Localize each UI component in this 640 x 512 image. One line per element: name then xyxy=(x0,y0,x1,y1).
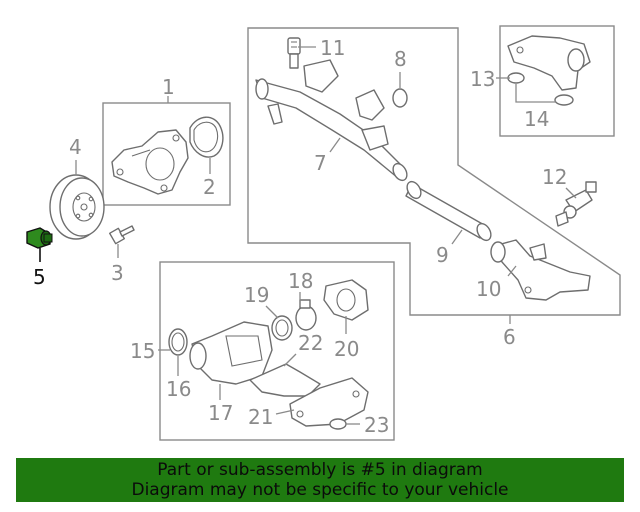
leader-21 xyxy=(275,409,295,415)
water-inlet-part-21 xyxy=(289,377,369,427)
callout-8: 8 xyxy=(394,47,407,71)
housing-part-17 xyxy=(189,321,273,385)
bolt-part-highlighted xyxy=(26,227,53,249)
water-pipe-part xyxy=(255,59,408,182)
callout-9: 9 xyxy=(436,243,449,267)
banner-line-disclaimer: Diagram may not be specific to your vehi… xyxy=(131,480,509,500)
pulley-part xyxy=(49,174,105,240)
callout-22: 22 xyxy=(298,331,323,355)
callout-10: 10 xyxy=(476,277,501,301)
callout-15: 15 xyxy=(130,339,155,363)
box-outlet-fitting xyxy=(499,25,615,137)
thermostat-cover-part-20 xyxy=(323,279,369,321)
callout-6: 6 xyxy=(503,325,516,349)
callout-23: 23 xyxy=(364,413,389,437)
outlet-pipe-part-10 xyxy=(490,239,591,301)
box-water-pump xyxy=(102,102,231,206)
info-banner: Part or sub-assembly is #5 in diagram Di… xyxy=(16,458,624,502)
callout-21: 21 xyxy=(248,405,273,429)
callout-20: 20 xyxy=(334,337,359,361)
temperature-sensor-part-11 xyxy=(287,37,301,69)
outlet-fitting-part-13 xyxy=(507,35,591,91)
thermostat-part-18 xyxy=(295,299,317,331)
box-thermostat-housing xyxy=(159,261,395,441)
callout-2: 2 xyxy=(203,175,216,199)
leader-22 xyxy=(283,353,297,367)
callout-11: 11 xyxy=(320,36,345,60)
box-water-pipe-assembly xyxy=(247,27,621,316)
callout-4: 4 xyxy=(69,135,82,159)
leader-14 xyxy=(515,84,556,103)
callout-1: 1 xyxy=(162,75,175,99)
callout-13: 13 xyxy=(470,67,495,91)
o-ring-part-8 xyxy=(392,88,408,108)
callout-3: 3 xyxy=(111,261,124,285)
callout-7: 7 xyxy=(314,151,327,175)
o-ring-part-23 xyxy=(329,418,347,430)
callout-17: 17 xyxy=(208,401,233,425)
sensor-part-12 xyxy=(555,181,597,227)
leader-12 xyxy=(565,187,577,199)
callout-18: 18 xyxy=(288,269,313,293)
o-ring-part-16 xyxy=(168,328,188,356)
gasket-part-2 xyxy=(189,116,224,158)
callout-16: 16 xyxy=(166,377,191,401)
callout-14: 14 xyxy=(524,107,549,131)
callout-5: 5 xyxy=(33,265,46,289)
callout-19: 19 xyxy=(244,283,269,307)
leader-7 xyxy=(329,137,341,153)
o-ring-part-14b xyxy=(554,94,574,106)
gasket-part-19 xyxy=(271,315,293,341)
leader-9 xyxy=(451,229,463,245)
leader-10 xyxy=(507,265,517,277)
leader-19 xyxy=(265,305,279,319)
bolt-part-3 xyxy=(108,225,135,245)
o-ring-part-14a xyxy=(507,72,525,84)
gasket-part-22 xyxy=(249,363,321,397)
hose-part-9 xyxy=(405,180,492,242)
banner-line-part-number: Part or sub-assembly is #5 in diagram xyxy=(157,460,483,480)
water-pump-part xyxy=(111,129,189,195)
callout-12: 12 xyxy=(542,165,567,189)
